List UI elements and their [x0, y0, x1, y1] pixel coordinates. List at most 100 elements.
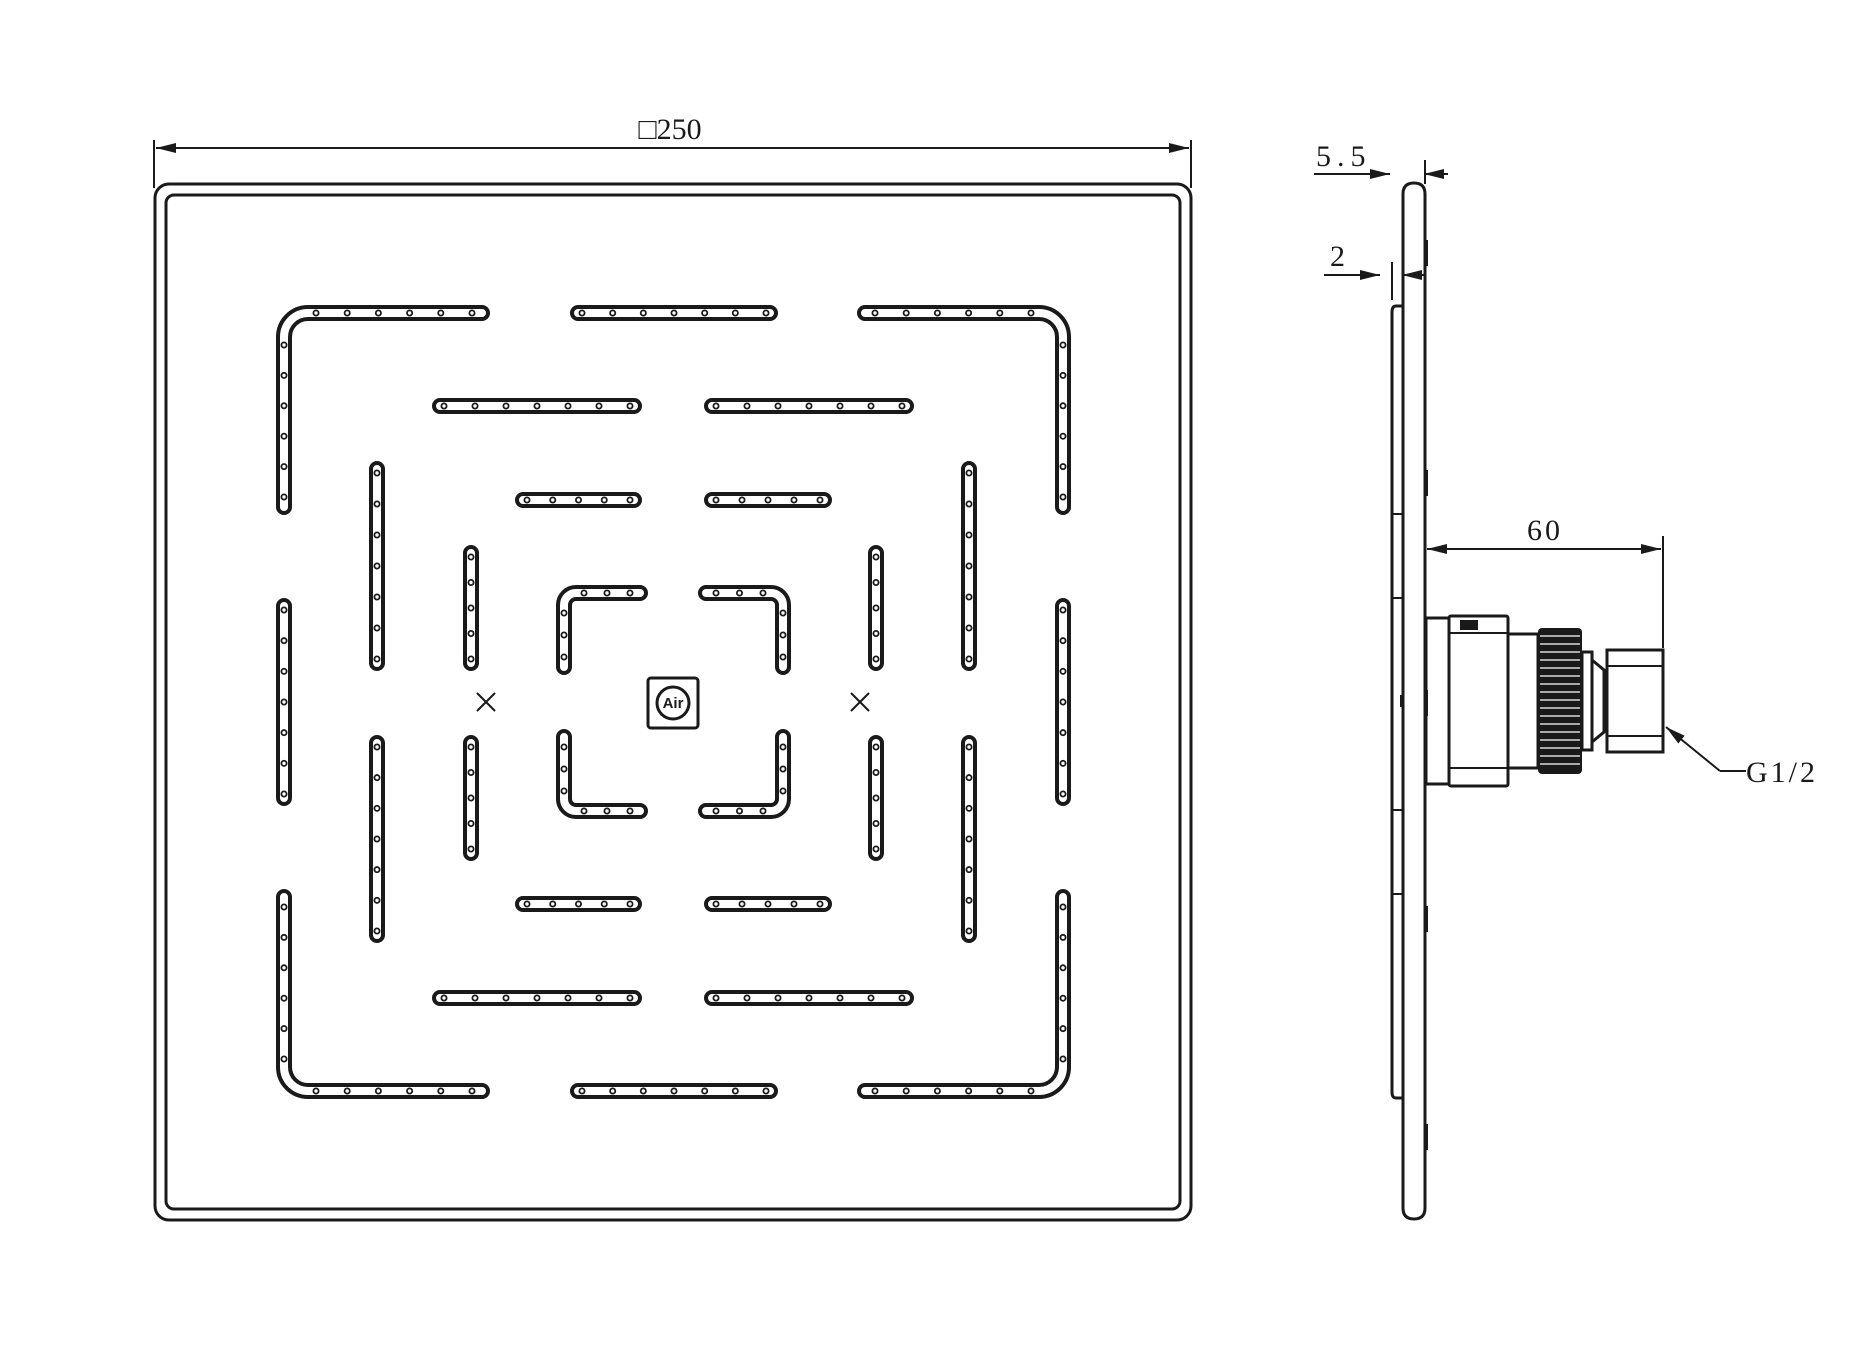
nozzle-hole — [816, 496, 824, 504]
nozzle-hole — [1059, 606, 1067, 614]
nozzle-hole — [670, 1087, 678, 1095]
nozzle-slot-vertical — [276, 598, 292, 806]
nozzle-hole — [774, 402, 782, 410]
nozzle-slot-vertical — [961, 461, 977, 671]
nozzle-hole — [467, 743, 475, 751]
nozzle-hole — [731, 309, 739, 317]
nozzle-hole — [603, 807, 611, 815]
nozzle-hole — [759, 589, 767, 597]
nozzle-hole — [759, 807, 767, 815]
width-dimension-label: □250 — [638, 113, 701, 146]
nozzle-hole — [560, 787, 568, 795]
nozzle-hole — [816, 900, 824, 908]
nozzle-hole — [560, 743, 568, 751]
nozzle-hole — [779, 631, 787, 639]
shower-plate-inner — [164, 193, 1182, 1211]
nozzle-hole — [467, 769, 475, 777]
nozzle-hole — [965, 743, 973, 751]
nozzle-hole — [280, 637, 288, 645]
nozzle-hole — [1059, 759, 1067, 767]
nozzle-hole — [712, 994, 720, 1002]
nozzle-hole — [280, 933, 288, 941]
nozzle-hole — [965, 593, 973, 601]
nozzle-hole — [1059, 432, 1067, 440]
nozzle-hole — [738, 496, 746, 504]
nozzle-hole — [373, 896, 381, 904]
nozzle-hole — [575, 900, 583, 908]
air-logo-text: Air — [663, 695, 684, 712]
nozzle-hole — [743, 994, 751, 1002]
nozzle-hole — [764, 496, 772, 504]
nozzle-hole — [1027, 1087, 1035, 1095]
face-thickness-label: 5.5 — [1316, 140, 1372, 173]
nozzle-slot-corner — [276, 889, 490, 1099]
nozzle-hole — [965, 927, 973, 935]
nozzle-slot-vertical — [961, 735, 977, 943]
nozzle-hole — [762, 309, 770, 317]
nozzle-hole — [898, 994, 906, 1002]
nozzle-hole — [374, 1087, 382, 1095]
nozzle-hole — [280, 994, 288, 1002]
nozzle-hole — [440, 994, 448, 1002]
nozzle-hole — [312, 1087, 320, 1095]
nozzle-hole — [373, 500, 381, 508]
nozzle-hole — [867, 994, 875, 1002]
nozzle-hole — [280, 1025, 288, 1033]
nozzle-hole — [468, 309, 476, 317]
nozzle-hole — [406, 1087, 414, 1095]
nozzle-hole — [639, 309, 647, 317]
nozzle-hole — [595, 402, 603, 410]
nozzle-hole — [805, 402, 813, 410]
nozzle-hole — [743, 402, 751, 410]
nozzle-hole — [580, 589, 588, 597]
nozzle-hole — [1059, 903, 1067, 911]
thread-leader — [1665, 726, 1721, 772]
nozzle-hole — [373, 655, 381, 663]
nozzle-hole — [965, 562, 973, 570]
nozzle-slot-vertical — [868, 735, 884, 861]
nozzle-hole — [965, 866, 973, 874]
nozzle-hole — [670, 309, 678, 317]
nozzle-slot-horizontal — [704, 398, 914, 414]
nozzle-hole — [965, 804, 973, 812]
nozzle-hole — [872, 845, 880, 853]
air-logo: Air — [646, 676, 700, 730]
nozzle-hole — [872, 604, 880, 612]
nozzle-slot-corner — [556, 729, 648, 819]
nozzle-hole — [736, 589, 744, 597]
nozzle-hole — [902, 1087, 910, 1095]
nozzle-hole — [872, 655, 880, 663]
nozzle-hole — [467, 655, 475, 663]
nozzle-hole — [965, 655, 973, 663]
nozzle-hole — [560, 765, 568, 773]
nozzle-hole — [549, 900, 557, 908]
nozzle-hole — [872, 630, 880, 638]
mounting-mark-left — [476, 692, 496, 712]
nozzle-slot-horizontal — [515, 492, 642, 508]
nozzle-hole — [373, 531, 381, 539]
nozzle-slot-horizontal — [704, 896, 832, 912]
nozzle-hole — [609, 1087, 617, 1095]
nozzle-hole — [790, 496, 798, 504]
nozzle-hole — [280, 606, 288, 614]
nozzle-hole — [523, 900, 531, 908]
nozzle-hole — [965, 624, 973, 632]
nozzle-hole — [437, 1087, 445, 1095]
nozzle-hole — [965, 531, 973, 539]
nozzle-hole — [467, 794, 475, 802]
nozzle-hole — [779, 743, 787, 751]
nozzle-hole — [712, 900, 720, 908]
nozzle-hole — [609, 309, 617, 317]
nozzle-slot-horizontal — [432, 990, 642, 1006]
nozzle-hole — [502, 994, 510, 1002]
nozzle-hole — [712, 807, 720, 815]
nozzle-slot-vertical — [463, 545, 479, 671]
nozzle-hole — [872, 553, 880, 561]
nozzle-hole — [965, 896, 973, 904]
nozzle-hole — [626, 807, 634, 815]
nozzle-hole — [1059, 402, 1067, 410]
nozzle-hole — [712, 496, 720, 504]
nozzle-hole — [595, 994, 603, 1002]
nozzle-hole — [467, 604, 475, 612]
